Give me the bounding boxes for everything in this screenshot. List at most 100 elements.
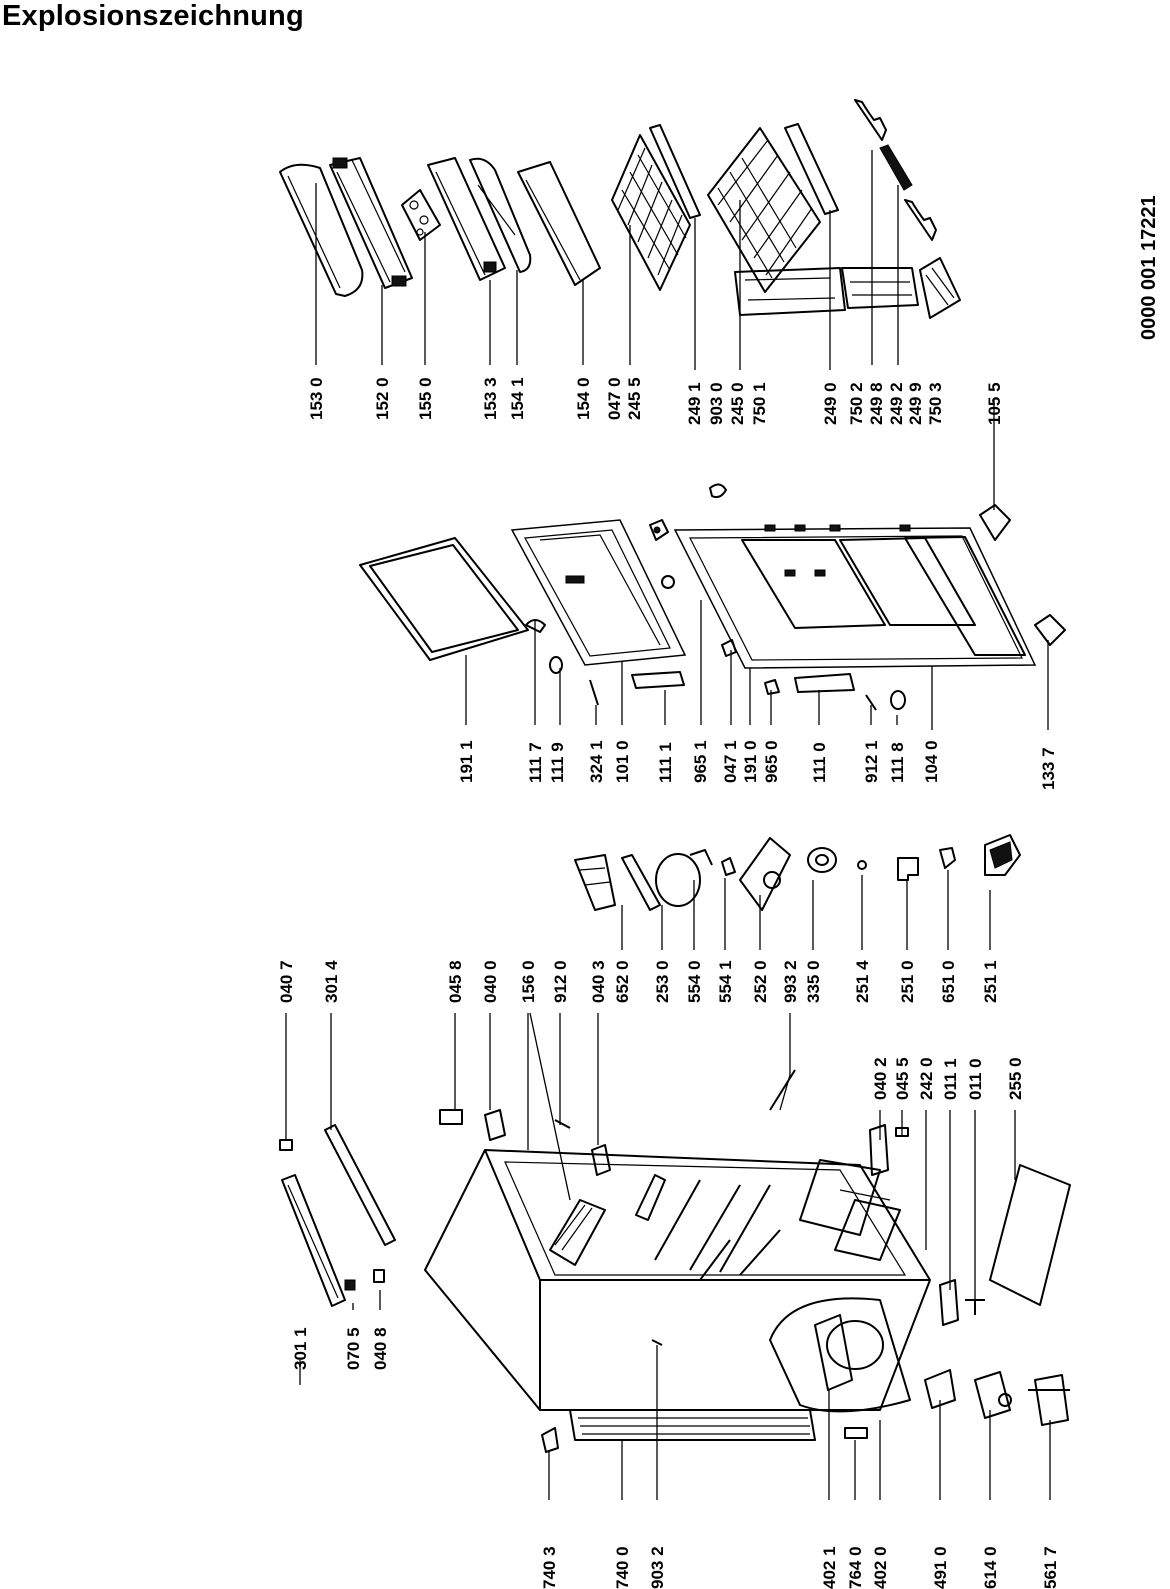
relay-491-0 [924, 1369, 956, 1409]
part-label-652-0: 652 0 [613, 960, 632, 1003]
part-label-045-5: 045 5 [893, 1057, 912, 1100]
part-label-105-5: 105 5 [985, 382, 1004, 425]
shelf-trim-249-1 [649, 124, 701, 219]
part-label-903-2: 903 2 [648, 1546, 667, 1589]
hinge-047-1 [721, 639, 737, 657]
bracket-251-0 [897, 857, 919, 881]
part-label-154-0: 154 0 [574, 377, 593, 420]
handle-111-1 [631, 671, 685, 689]
part-label-750-3: 750 3 [926, 382, 945, 425]
bushing-965-0 [764, 679, 780, 695]
part-label-111-9: 111 9 [548, 742, 567, 783]
relay-box-251-1 [984, 834, 1021, 876]
door-shelf-154-0 [517, 161, 601, 286]
part-label-740-0: 740 0 [613, 1546, 632, 1589]
part-label-047-1: 047 1 [721, 740, 740, 783]
part-label-040-0: 040 0 [481, 960, 500, 1003]
handle-111-0 [794, 673, 855, 693]
knob-554-1 [721, 857, 736, 876]
part-label-402-0: 402 0 [871, 1546, 890, 1589]
part-label-912-1: 912 1 [862, 740, 881, 783]
part-label-249-2: 249 2 [887, 382, 906, 425]
leader-lines [285, 150, 1051, 1500]
crisper-cover-750-2 [841, 267, 919, 309]
glass-shelf-245-5 [611, 134, 691, 291]
knob-335-0 [807, 847, 837, 873]
part-label-011-0: 011 0 [966, 1058, 985, 1100]
connector-651-0 [939, 847, 956, 869]
part-label-242-0: 242 0 [917, 1057, 936, 1100]
shelf-cover-154-1 [469, 157, 532, 273]
freezer-door-101-0 [510, 519, 687, 666]
cover-plate-255-0 [989, 1164, 1071, 1306]
part-label-965-1: 965 1 [691, 740, 710, 783]
part-label-011-1: 011 1 [941, 1058, 960, 1100]
hinge-040-0 [484, 1109, 506, 1141]
part-label-153-0: 153 0 [307, 377, 326, 420]
part-label-253-0: 253 0 [653, 960, 672, 1003]
part-label-764-0: 764 0 [846, 1546, 865, 1589]
screw-903-2 [651, 1339, 663, 1346]
part-label-249-9: 249 9 [906, 382, 925, 425]
part-label-252-0: 252 0 [751, 960, 770, 1003]
cap-111-7 [525, 619, 546, 633]
door-shelf-152-0 [329, 157, 413, 289]
part-label-040-3: 040 3 [589, 960, 608, 1003]
crisper-frame-750-1 [734, 267, 846, 316]
clip-740-3 [541, 1427, 559, 1453]
door-shelf-153-3 [427, 157, 506, 281]
cable-993-2 [769, 1069, 796, 1111]
shelf-trim-249-0 [784, 123, 839, 215]
hinge-040-3 [591, 1144, 611, 1176]
part-label-251-1: 251 1 [981, 960, 1000, 1003]
part-label-750-1: 750 1 [750, 382, 769, 425]
foot-011-0 [965, 1299, 985, 1315]
part-label-249-0: 249 0 [821, 382, 840, 425]
part-label-111-7: 111 7 [526, 742, 545, 783]
part-label-155-0: 155 0 [416, 377, 435, 420]
part-label-335-0: 335 0 [804, 960, 823, 1003]
clip-070-5 [344, 1279, 356, 1291]
part-label-245-0: 245 0 [728, 382, 747, 425]
document-code: 0000 001 17221 [1138, 195, 1160, 340]
light-cover-252-0 [739, 837, 791, 911]
door-shelf-153-0 [279, 163, 364, 297]
part-label-324-1: 324 1 [587, 740, 606, 783]
part-label-152-0: 152 0 [373, 377, 392, 420]
part-label-101-0: 101 0 [613, 740, 632, 783]
pin-324-1 [589, 679, 599, 706]
part-label-249-1: 249 1 [685, 382, 704, 425]
foot-133-7 [1034, 614, 1066, 646]
cabinet-body [424, 1149, 931, 1441]
part-label-251-0: 251 0 [898, 960, 917, 1003]
part-label-740-3: 740 3 [540, 1546, 559, 1589]
part-label-047-0: 047 0 [605, 377, 624, 420]
top-cover-301-4 [324, 1124, 396, 1246]
thermostat-housing-554-0 [655, 849, 713, 907]
bushing-045-8 [439, 1109, 463, 1125]
shelf-holder-249-8 [854, 99, 887, 141]
part-label-614-0: 614 0 [981, 1546, 1000, 1589]
part-label-249-8: 249 8 [867, 382, 886, 425]
hinge-011-1 [939, 1279, 959, 1326]
part-label-045-8: 045 8 [446, 960, 465, 1003]
part-label-301-4: 301 4 [322, 960, 341, 1003]
clip-040-8 [373, 1269, 385, 1283]
switch-253-0 [621, 854, 661, 911]
valve-561-7 [1028, 1374, 1070, 1426]
part-label-070-5: 070 5 [344, 1327, 363, 1370]
part-label-154-1: 154 1 [508, 377, 527, 420]
part-label-554-0: 554 0 [685, 960, 704, 1003]
clip-040-7 [279, 1139, 293, 1151]
egg-tray-155-0 [401, 189, 441, 241]
part-label-104-0: 104 0 [922, 740, 941, 783]
starter-614-0 [974, 1371, 1012, 1419]
lamp-251-4 [857, 860, 867, 870]
part-label-156-0: 156 0 [519, 960, 538, 1003]
part-label-912-0: 912 0 [551, 960, 570, 1003]
part-label-040-2: 040 2 [871, 1057, 890, 1100]
cap-111-8 [890, 690, 906, 710]
part-label-402-1: 402 1 [820, 1546, 839, 1589]
